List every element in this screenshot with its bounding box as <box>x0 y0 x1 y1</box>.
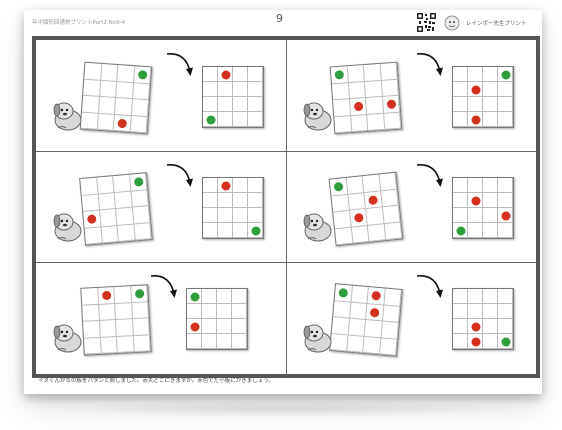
tilted-board <box>80 62 153 135</box>
red-dot <box>471 85 480 94</box>
red-dot <box>471 337 480 346</box>
red-dot <box>471 322 480 331</box>
tilted-board <box>329 172 404 247</box>
red-dot <box>501 211 510 220</box>
answer-board[interactable] <box>202 177 264 239</box>
dog-mascot-icon <box>50 98 84 132</box>
qr-code-icon <box>417 13 436 32</box>
green-dot <box>206 115 215 124</box>
instruction-text: イヌくんがなの板をパタンと倒しました。赤丸どこにきますか。赤色でだ小板にかきまし… <box>38 376 274 384</box>
red-dot <box>221 181 230 190</box>
worksheet-title: 年中図形回通常プリントPart2 No9-4 <box>32 18 125 26</box>
dog-mascot-icon <box>50 320 84 354</box>
green-dot <box>501 337 510 346</box>
green-dot <box>251 226 260 235</box>
dog-mascot-icon <box>50 209 84 243</box>
curved-arrow-icon <box>414 159 446 191</box>
dog-mascot-icon <box>300 98 334 132</box>
puzzle-panel <box>286 262 536 373</box>
puzzle-frame <box>32 36 540 378</box>
red-dot <box>471 196 480 205</box>
red-dot <box>221 70 230 79</box>
tilted-board <box>79 172 153 246</box>
answer-board[interactable] <box>202 66 264 128</box>
page-number: 9 <box>276 12 283 25</box>
puzzle-panel <box>36 151 286 262</box>
dog-mascot-icon <box>300 209 334 243</box>
worksheet-page: 年中図形回通常プリントPart2 No9-4 9 レインボー先生プリント イヌく… <box>24 10 542 394</box>
answer-board[interactable] <box>452 288 514 350</box>
red-dot <box>471 115 480 124</box>
red-dot <box>190 322 199 331</box>
puzzle-panel <box>36 40 286 151</box>
puzzle-panel <box>36 262 286 373</box>
curved-arrow-icon <box>414 48 446 80</box>
green-dot <box>501 70 510 79</box>
green-dot <box>190 292 199 301</box>
puzzle-panel <box>286 40 536 151</box>
tilted-board <box>80 284 151 355</box>
rainbow-teacher-logo-icon <box>444 15 460 31</box>
answer-board[interactable] <box>452 66 514 128</box>
dog-mascot-icon <box>300 320 334 354</box>
green-dot <box>456 226 465 235</box>
puzzle-panel <box>286 151 536 262</box>
tilted-board <box>329 283 403 357</box>
page-shadow <box>40 400 530 418</box>
answer-board[interactable] <box>186 288 248 350</box>
curved-arrow-icon <box>148 270 180 302</box>
tilted-board <box>330 62 403 135</box>
curved-arrow-icon <box>164 159 196 191</box>
curved-arrow-icon <box>414 270 446 302</box>
answer-board[interactable] <box>452 177 514 239</box>
curved-arrow-icon <box>164 48 196 80</box>
publisher-name: レインボー先生プリント <box>466 19 527 27</box>
